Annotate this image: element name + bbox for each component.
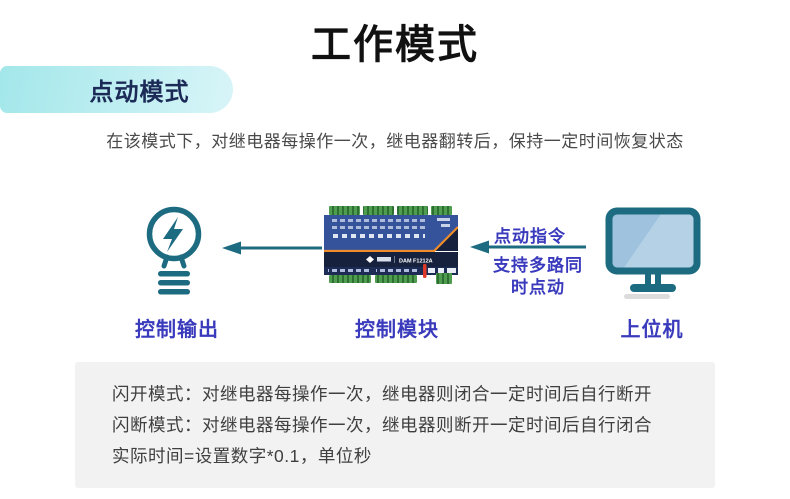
- mode-badge: 点动模式: [0, 66, 233, 113]
- note-flash-open: 闪开模式：对继电器每操作一次，继电器则闭合一定时间后自行断开: [112, 384, 652, 404]
- note-flash-break: 闪断模式：对继电器每操作一次，继电器则断开一定时间后自行闭合: [112, 415, 652, 435]
- page-title: 工作模式: [311, 23, 479, 67]
- command-arrow-note: 支持多路同时点动: [493, 256, 583, 297]
- flow-diagram: DAM F1212A 点动指令 支持多路同时点动: [135, 206, 701, 341]
- note-time-formula: 实际时间=设置数字*0.1，单位秒: [112, 446, 372, 466]
- module-node-label: 控制模块: [355, 319, 439, 341]
- lightbulb-bolt-icon: [146, 206, 202, 295]
- notes-panel: 闪开模式：对继电器每操作一次，继电器则闭合一定时间后自行断开 闪断模式：对继电器…: [75, 362, 715, 488]
- monitor-icon: [605, 207, 701, 299]
- host-node-label: 上位机: [620, 319, 684, 341]
- relay-module-icon: DAM F1212A: [324, 206, 458, 284]
- mode-description: 在该模式下，对继电器每操作一次，继电器翻转后，保持一定时间恢复状态: [106, 132, 684, 151]
- output-node-label: 控制输出: [135, 319, 219, 341]
- mode-badge-label: 点动模式: [89, 79, 190, 106]
- module-model-text: DAM F1212A: [399, 259, 433, 265]
- arrow-host-to-module: [470, 240, 586, 254]
- command-arrow-label: 点动指令: [494, 227, 566, 246]
- arrow-module-to-output: [222, 241, 322, 255]
